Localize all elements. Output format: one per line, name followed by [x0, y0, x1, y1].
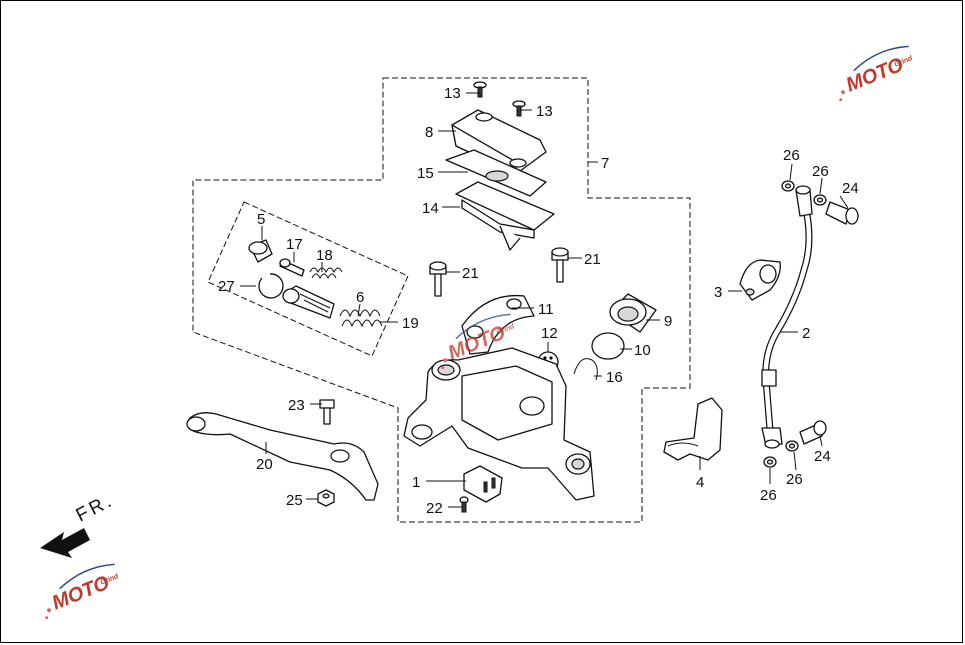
callout-8: 8 — [425, 124, 433, 141]
callout-14: 14 — [422, 200, 439, 217]
callout-26-bottom-a: 26 — [760, 487, 777, 504]
callout-18: 18 — [316, 247, 333, 264]
dust-boot — [609, 293, 657, 333]
pivot-bolt — [319, 399, 335, 425]
watermark-logo-bottom-left: MOTO Grind — [45, 563, 120, 620]
brake-switch — [463, 465, 503, 503]
main-spring — [339, 309, 383, 328]
small-spring — [309, 267, 343, 280]
callout-24-bottom: 24 — [814, 448, 831, 465]
hose-guide-4 — [663, 397, 723, 461]
callout-6: 6 — [356, 289, 364, 306]
push-rod — [279, 258, 305, 277]
callout-25: 25 — [286, 492, 303, 509]
washer-26-bottom-b — [785, 440, 799, 452]
retaining-clip — [573, 358, 598, 381]
hose-clamp-3 — [739, 259, 781, 301]
callout-2: 2 — [802, 325, 810, 342]
bolt-21-right — [551, 247, 569, 283]
callout-11: 11 — [538, 301, 554, 318]
bolt-21-left — [429, 261, 447, 297]
brake-hose — [761, 185, 813, 449]
o-ring — [591, 332, 625, 360]
callout-24-top: 24 — [842, 180, 859, 197]
callout-5: 5 — [257, 211, 265, 228]
screw-22 — [459, 496, 469, 513]
callout-21-right: 21 — [584, 251, 601, 268]
front-direction-arrow: FR. — [40, 490, 118, 558]
callout-26-bottom-b: 26 — [786, 471, 803, 488]
pivot-nut — [317, 489, 335, 507]
callout-21-left: 21 — [462, 265, 479, 282]
brake-lever — [186, 412, 379, 501]
callout-10: 10 — [634, 342, 651, 359]
direction-label: FR. — [73, 490, 118, 527]
leader-lines — [240, 92, 849, 508]
callout-19: 19 — [402, 315, 419, 332]
banjo-bolt-24-bottom — [799, 420, 827, 445]
callout-16: 16 — [606, 369, 623, 386]
assembly-outline-19 — [207, 201, 409, 357]
banjo-bolt-24-top — [825, 201, 859, 225]
callout-17: 17 — [286, 236, 303, 253]
callout-15: 15 — [417, 165, 434, 182]
callout-13-right: 13 — [536, 103, 553, 120]
diaphragm-plate — [445, 149, 547, 197]
reservoir-diaphragm — [455, 181, 555, 251]
callout-20: 20 — [256, 456, 273, 473]
master-cylinder-body — [403, 347, 595, 501]
washer-26-bottom-a — [763, 456, 777, 468]
piston — [282, 285, 335, 319]
callout-26-top-b: 26 — [812, 163, 829, 180]
screw-13-right — [512, 100, 526, 117]
callout-3: 3 — [714, 284, 722, 301]
callout-labels: 13 13 8 15 14 7 5 17 18 27 6 19 21 21 11… — [218, 85, 859, 517]
piston-boot — [248, 239, 273, 263]
callout-4: 4 — [696, 474, 704, 491]
callout-7: 7 — [601, 155, 609, 172]
callout-22: 22 — [426, 500, 443, 517]
callout-13-left: 13 — [444, 85, 461, 102]
assembly-outline-7 — [192, 77, 691, 523]
callout-1: 1 — [412, 474, 420, 491]
watermark-logo-top-right: MOTO Grind — [839, 45, 914, 102]
callout-12: 12 — [541, 325, 558, 342]
callout-9: 9 — [664, 313, 672, 330]
callout-26-top-a: 26 — [783, 147, 800, 164]
clamp-holder — [461, 294, 535, 355]
washer-26-top-a — [781, 180, 795, 192]
screw-13-left — [473, 81, 487, 98]
circlip — [258, 273, 284, 299]
callout-23: 23 — [288, 397, 305, 414]
washer-26-top-b — [813, 194, 827, 206]
callout-27: 27 — [218, 278, 235, 295]
